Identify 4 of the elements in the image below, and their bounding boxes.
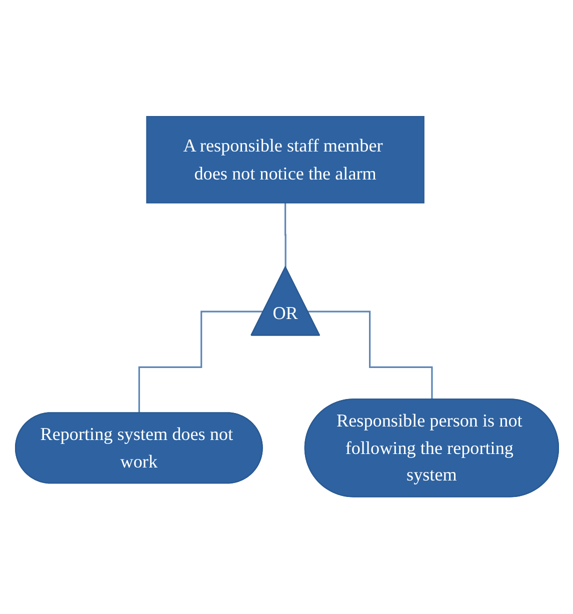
connector xyxy=(307,311,433,401)
connector xyxy=(138,311,264,414)
connector xyxy=(284,202,286,269)
node-box: A responsible staff member does not notice the alarm xyxy=(146,116,424,204)
